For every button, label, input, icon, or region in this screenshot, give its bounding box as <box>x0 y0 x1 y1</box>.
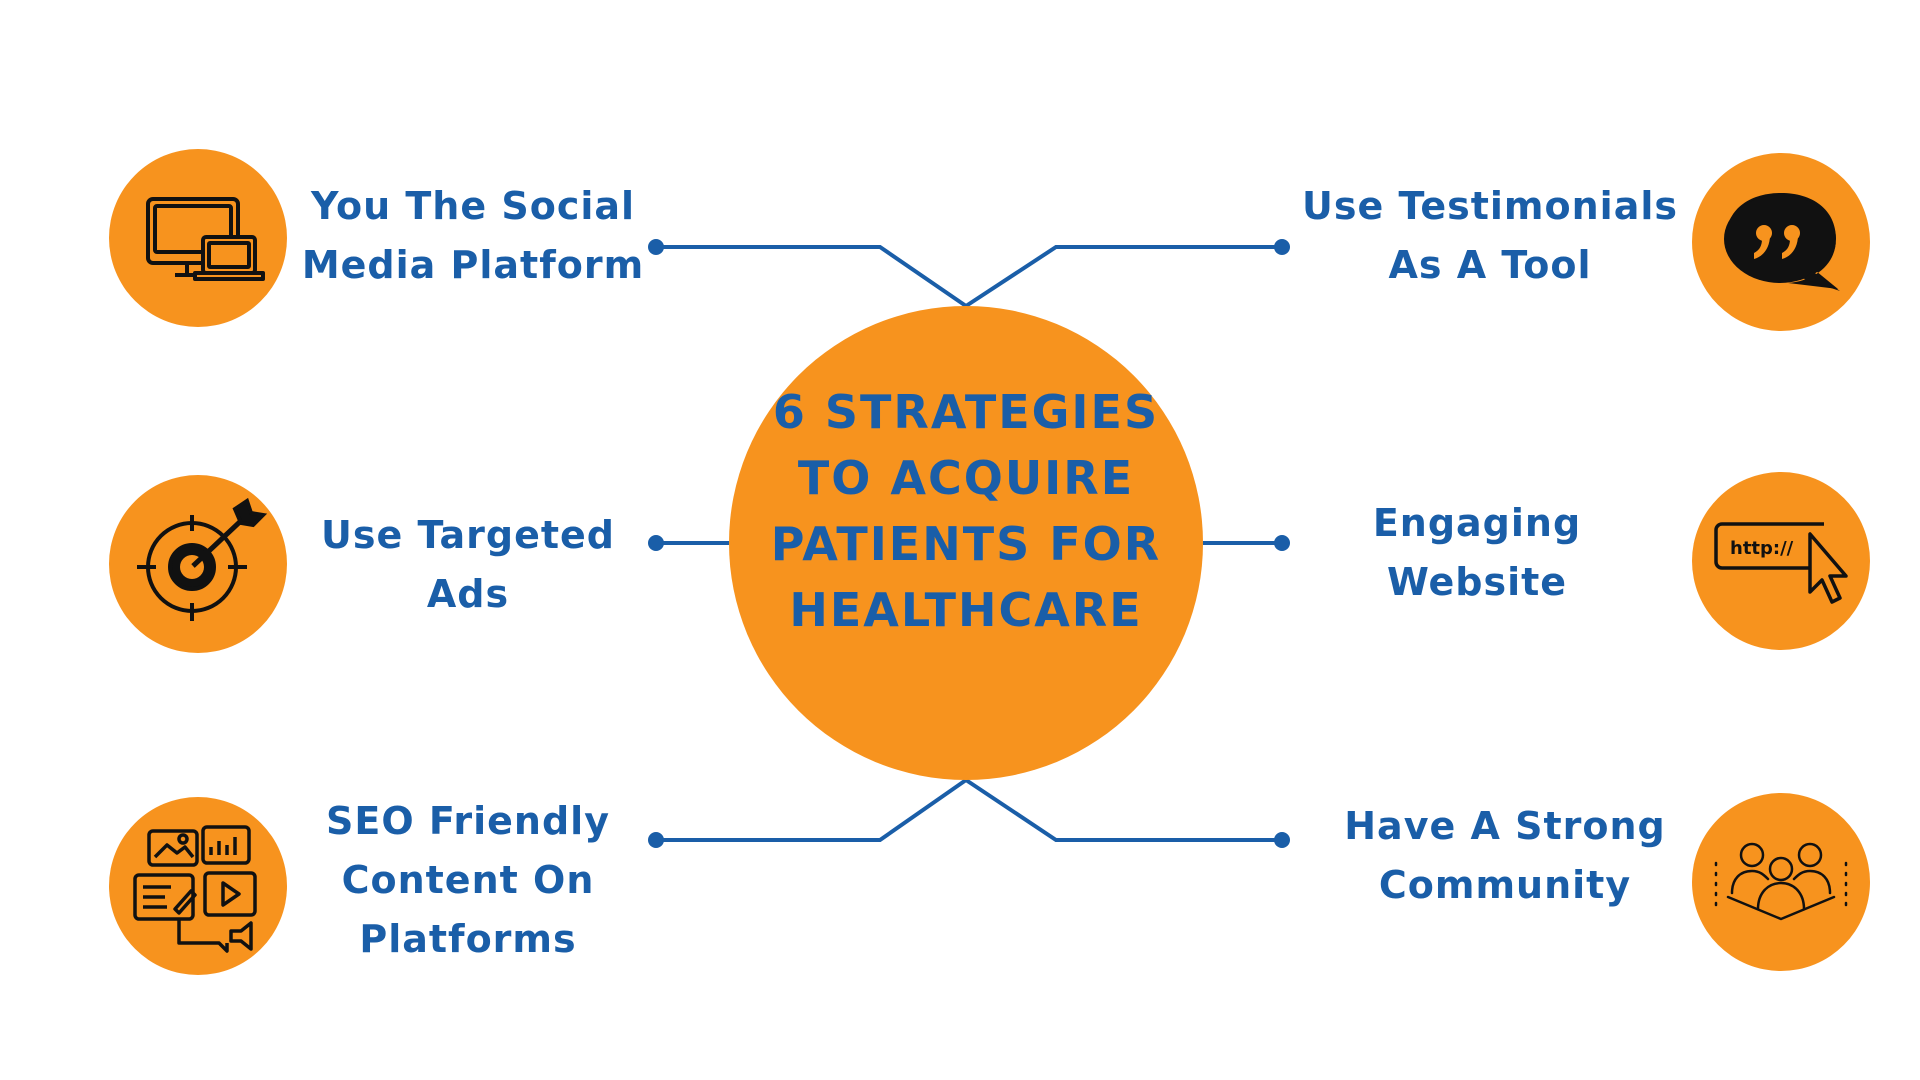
connector-dot <box>648 239 664 255</box>
strategy-5-label: Engaging Website <box>1287 494 1667 612</box>
quote-bubble-icon <box>1724 193 1840 291</box>
connector-dot <box>1274 535 1290 551</box>
strategy-1-icon-circle <box>109 149 287 327</box>
strategy-1-label-line-1: You The Social <box>310 184 636 228</box>
url-text: http:// <box>1730 538 1794 559</box>
strategy-5-label-line-1: Engaging <box>1372 501 1582 545</box>
strategy-2-label-line-2: Ads <box>426 572 510 616</box>
strategy-6-label-line-2: Community <box>1378 863 1632 907</box>
strategy-4-label-line-2: As A Tool <box>1388 243 1592 287</box>
content-marketing-icon <box>133 825 257 953</box>
connector-top-right <box>964 245 1282 308</box>
community-people-icon <box>1714 842 1848 921</box>
strategy-2-icon-circle <box>109 475 287 653</box>
strategy-6-label: Have A Strong Community <box>1315 797 1695 915</box>
strategy-3-label-line-2: Content On <box>341 858 595 902</box>
strategy-4-icon-circle <box>1692 153 1870 331</box>
strategy-4-label-line-1: Use Testimonials <box>1302 184 1678 228</box>
strategy-3-icon-circle <box>109 797 287 975</box>
strategy-2-label: Use Targeted Ads <box>278 506 658 624</box>
hub-title: 6 STRATEGIES TO ACQUIRE PATIENTS FOR HEA… <box>770 385 1162 637</box>
connector-dot <box>648 832 664 848</box>
strategy-5-icon-circle: http:// <box>1692 472 1870 650</box>
strategy-6-icon-circle <box>1692 793 1870 971</box>
connector-dot <box>1274 239 1290 255</box>
connector-bottom-right <box>964 778 1282 842</box>
strategy-3-label-line-3: Platforms <box>359 917 577 961</box>
strategy-1-label: You The Social Media Platform <box>283 177 663 295</box>
strategy-4-label: Use Testimonials As A Tool <box>1300 177 1680 295</box>
strategy-1-label-line-2: Media Platform <box>301 243 645 287</box>
central-hub: 6 STRATEGIES TO ACQUIRE PATIENTS FOR HEA… <box>729 306 1203 780</box>
target-arrow-icon <box>137 497 268 621</box>
strategy-2-label-line-1: Use Targeted <box>321 513 615 557</box>
strategy-5-label-line-2: Website <box>1386 560 1568 604</box>
connector-top-left <box>656 245 968 308</box>
strategy-6-label-line-1: Have A Strong <box>1344 804 1666 848</box>
connector-bottom-left <box>656 778 968 842</box>
computer-laptop-icon <box>146 197 265 281</box>
strategy-3-label: SEO Friendly Content On Platforms <box>278 792 658 969</box>
strategy-3-label-line-1: SEO Friendly <box>326 799 610 843</box>
connector-dot <box>1274 832 1290 848</box>
connector-dot <box>648 535 664 551</box>
browser-cursor-icon: http:// <box>1714 522 1848 604</box>
